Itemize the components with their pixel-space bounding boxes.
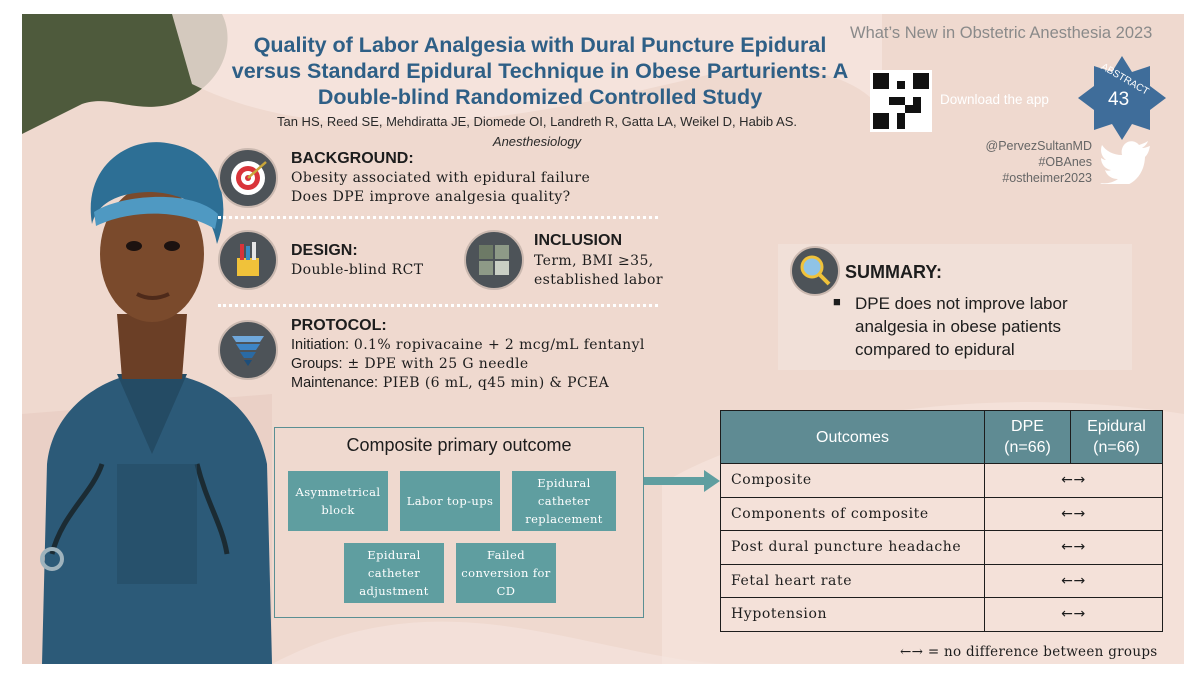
header-epidural: Epidural (n=66) [1070, 410, 1163, 464]
author-list: Tan HS, Reed SE, Mehdiratta JE, Diomede … [276, 114, 797, 129]
poster-title: Quality of Labor Analgesia with Dural Pu… [231, 33, 849, 109]
background-line-1: Obesity associated with epidural failure [291, 170, 591, 186]
magnifier-icon [790, 246, 840, 296]
no-difference-icon: ←→ [984, 463, 1163, 498]
outcome-name: Hypotension [720, 597, 985, 632]
table-row: Fetal heart rate ←→ [720, 563, 1163, 598]
protocol-row-initiation: Initiation: 0.1% ropivacaine + 2 mcg/mL … [291, 336, 645, 355]
protocol-label: Groups: [291, 356, 343, 372]
abstract-badge [1078, 56, 1166, 140]
protocol-row-maintenance: Maintenance: PIEB (6 mL, q45 min) & PCEA [291, 374, 609, 393]
no-difference-icon: ←→ [984, 563, 1163, 598]
target-icon [218, 148, 278, 208]
qr-code-icon[interactable] [870, 70, 932, 132]
header-epidural-label: Epidural (n=66) [1087, 418, 1146, 456]
arrow-head-icon [704, 470, 720, 492]
protocol-value: ± DPE with 25 G needle [342, 356, 529, 372]
composite-item: Epidural catheter adjustment [344, 543, 444, 603]
composite-outcome-panel [274, 427, 644, 618]
design-text: Double-blind RCT [291, 262, 424, 278]
inclusion-heading: INCLUSION [534, 232, 622, 249]
handle-twitter[interactable]: @PervezSultanMD [985, 139, 1092, 153]
composite-item: Epidural catheter replacement [512, 471, 616, 531]
background-heading: BACKGROUND: [291, 150, 414, 167]
no-difference-icon: ←→ [984, 597, 1163, 632]
protocol-label: Initiation: [291, 337, 350, 353]
table-footnote: ←→ = no difference between groups [900, 644, 1158, 660]
protocol-label: Maintenance: [291, 375, 379, 391]
series-title: What’s New in Obstetric Anesthesia 2023 [850, 24, 1153, 42]
outcomes-table: Outcomes DPE (n=66) Epidural (n=66) Comp… [720, 410, 1163, 632]
composite-item: Asymmetrical block [288, 471, 388, 531]
table-header-row: Outcomes DPE (n=66) Epidural (n=66) [720, 410, 1163, 464]
summary-bullet-marker: ■ [833, 294, 841, 309]
design-heading: DESIGN: [291, 242, 358, 259]
composite-item: Failed conversion for CD [456, 543, 556, 603]
journal-name: Anesthesiology [492, 134, 582, 149]
social-handles: @PervezSultanMD #OBAnes #ostheimer2023 [960, 138, 1092, 186]
outcome-name: Components of composite [720, 496, 985, 531]
background-line-2: Does DPE improve analgesia quality? [291, 189, 571, 205]
protocol-value: PIEB (6 mL, q45 min) & PCEA [378, 375, 610, 391]
protocol-heading: PROTOCOL: [291, 317, 387, 334]
summary-heading: SUMMARY: [845, 262, 942, 282]
badge-number: 43 [1108, 89, 1130, 110]
protocol-row-groups: Groups: ± DPE with 25 G needle [291, 355, 529, 374]
twitter-bird-icon[interactable] [1100, 140, 1152, 184]
puzzle-icon [464, 230, 524, 290]
funnel-icon [218, 320, 278, 380]
outcome-name: Composite [720, 463, 985, 498]
divider-2 [218, 304, 658, 307]
handle-obanes[interactable]: #OBAnes [1038, 155, 1092, 169]
inclusion-line-2: established labor [534, 272, 663, 288]
no-difference-icon: ←→ [984, 496, 1163, 531]
protocol-value: 0.1% ropivacaine + 2 mcg/mL fentanyl [349, 337, 645, 353]
nurse-illustration [40, 142, 272, 664]
table-row: Hypotension ←→ [720, 597, 1163, 632]
download-app-link[interactable]: Download the app [940, 92, 1049, 107]
handle-ostheimer[interactable]: #ostheimer2023 [1002, 171, 1092, 185]
inclusion-line-1: Term, BMI ≥35, [534, 253, 654, 269]
table-row: Composite ←→ [720, 463, 1163, 498]
composite-title: Composite primary outcome [346, 435, 572, 455]
table-row: Post dural puncture headache ←→ [720, 530, 1163, 565]
divider-1 [218, 216, 658, 219]
arrow-connector [644, 477, 706, 485]
table-row: Components of composite ←→ [720, 496, 1163, 531]
pencil-cup-icon [218, 230, 278, 290]
header-dpe: DPE (n=66) [984, 410, 1071, 464]
header-outcomes: Outcomes [720, 410, 985, 464]
outcome-name: Fetal heart rate [720, 563, 985, 598]
composite-item: Labor top-ups [400, 471, 500, 531]
summary-text: DPE does not improve labor analgesia in … [855, 294, 1068, 359]
infographic-canvas: Quality of Labor Analgesia with Dural Pu… [22, 14, 1184, 664]
header-dpe-label: DPE (n=66) [1004, 418, 1051, 456]
no-difference-icon: ←→ [984, 530, 1163, 565]
outcome-name: Post dural puncture headache [720, 530, 985, 565]
